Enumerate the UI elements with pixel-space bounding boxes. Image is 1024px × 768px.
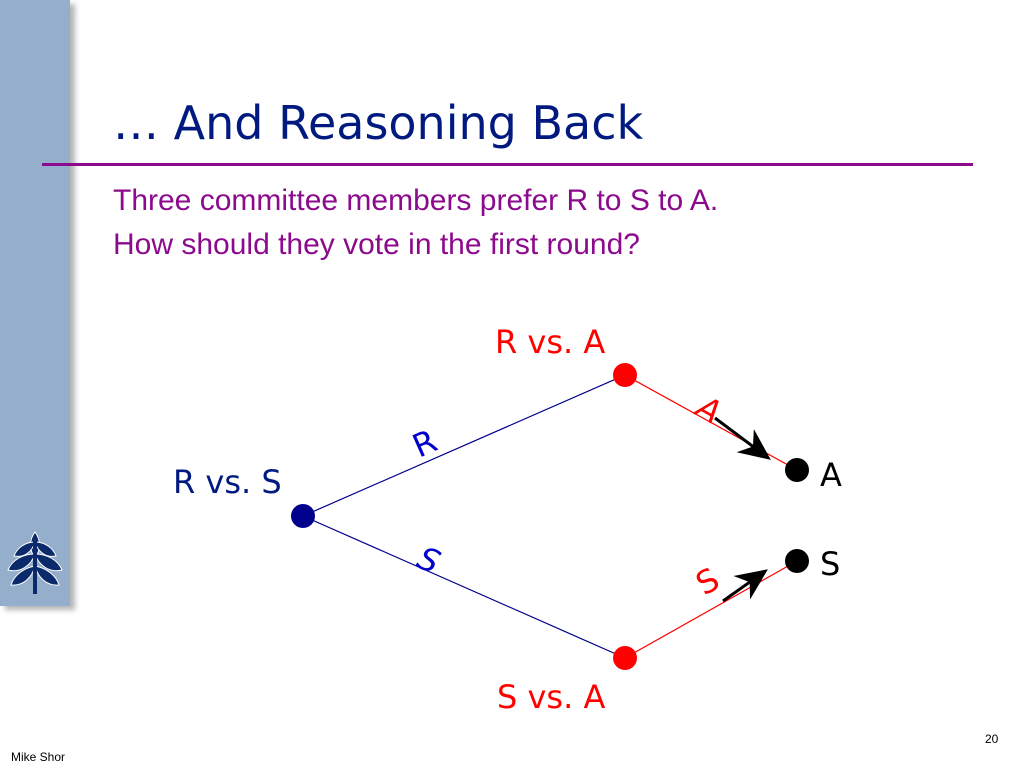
subtitle-line-2: How should they vote in the first round? xyxy=(113,228,640,261)
title-divider xyxy=(42,163,973,166)
outcome-node-upper xyxy=(785,458,809,482)
slide-title: … And Reasoning Back xyxy=(113,96,644,150)
edge-root-to-lower xyxy=(302,515,626,659)
lower-node-label: S vs. A xyxy=(497,678,605,716)
edge-root-to-upper xyxy=(302,374,626,517)
upper-decision-node xyxy=(613,363,637,387)
arrow-lower-outcome xyxy=(722,569,768,603)
edge-label-s-red: S xyxy=(689,560,725,603)
edge-label-s: S xyxy=(412,539,446,582)
page-number: 20 xyxy=(985,732,999,746)
root-label: R vs. S xyxy=(173,463,282,501)
outcome-node-lower xyxy=(785,549,809,573)
subtitle-line-1: Three committee members prefer R to S to… xyxy=(113,184,719,217)
outcome-label-s: S xyxy=(820,545,840,583)
lower-decision-node xyxy=(613,646,637,670)
author-footer: Mike Shor xyxy=(11,750,66,764)
upper-node-label: R vs. A xyxy=(495,323,605,361)
edge-label-r: R xyxy=(407,422,443,466)
university-leaf-logo-icon xyxy=(7,531,63,594)
sidebar-band xyxy=(0,0,70,606)
arrow-upper-outcome xyxy=(714,416,771,460)
root-node xyxy=(291,504,315,528)
outcome-label-a: A xyxy=(820,456,842,494)
edge-lower-to-outcome xyxy=(624,560,798,659)
